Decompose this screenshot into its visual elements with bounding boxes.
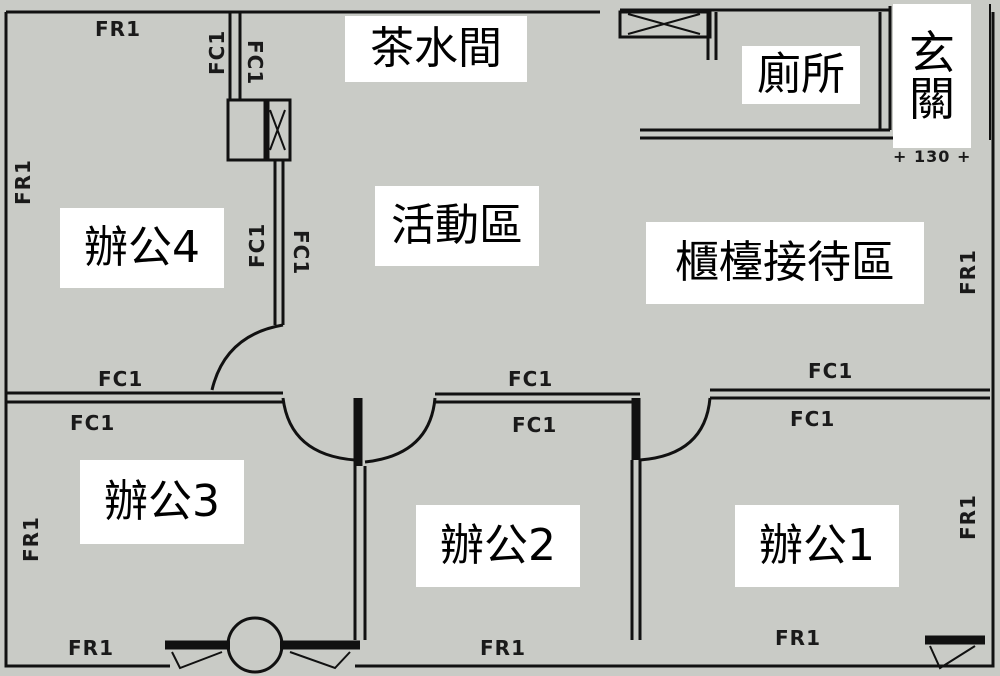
room-label-office2: 辦公2 — [416, 505, 580, 587]
code-fr1-right2: FR1 — [956, 494, 980, 540]
code-fc1-v1: FC1 — [205, 30, 229, 75]
code-fc1-o1: FC1 — [790, 407, 835, 431]
code-fr1-top: FR1 — [95, 17, 141, 41]
room-label-pantry: 茶水間 — [345, 16, 527, 82]
entrance-char-1: 玄 — [909, 26, 955, 80]
room-label-office4: 辦公4 — [60, 208, 224, 288]
code-fr1-left: FR1 — [11, 159, 35, 205]
code-fc1-v2: FC1 — [243, 40, 267, 85]
office2-walls — [353, 388, 990, 640]
code-fc1-v4: FC1 — [289, 230, 313, 275]
code-fc1-o1-top: FC1 — [808, 359, 853, 383]
code-fc1-o3: FC1 — [70, 411, 115, 435]
outer-walls — [4, 4, 995, 668]
window-unit — [165, 616, 985, 674]
entrance-char-2: 關 — [909, 72, 955, 126]
room-label-reception: 櫃檯接待區 — [646, 222, 924, 304]
code-fc1-v3: FC1 — [245, 223, 269, 268]
room-label-office3: 辦公3 — [80, 460, 244, 544]
code-fr1-o3-bottom: FR1 — [68, 636, 114, 660]
room-label-activity-area: 活動區 — [375, 186, 539, 266]
toilet-walls — [640, 12, 897, 140]
code-fr1-o2-bottom: FR1 — [480, 636, 526, 660]
wall-codes: FR1 FR1 FC1 FC1 FC1 FC1 FC1 FC1 FC1 FC1 … — [11, 17, 980, 660]
room-label-toilet: 廁所 — [742, 46, 860, 104]
code-fr1-o3-left: FR1 — [19, 516, 43, 562]
code-fc1-o2: FC1 — [512, 413, 557, 437]
code-fc1-o2-top: FC1 — [508, 367, 553, 391]
room-label-entrance: 玄 關 — [893, 4, 971, 148]
dimension-mark: + 130 + — [893, 147, 971, 166]
code-fc1-o4: FC1 — [98, 367, 143, 391]
closet — [618, 10, 718, 60]
office4-walls — [6, 12, 356, 462]
room-label-office1: 辦公1 — [735, 505, 899, 587]
code-fr1-right: FR1 — [956, 249, 980, 295]
code-fr1-o1-bottom: FR1 — [775, 626, 821, 650]
